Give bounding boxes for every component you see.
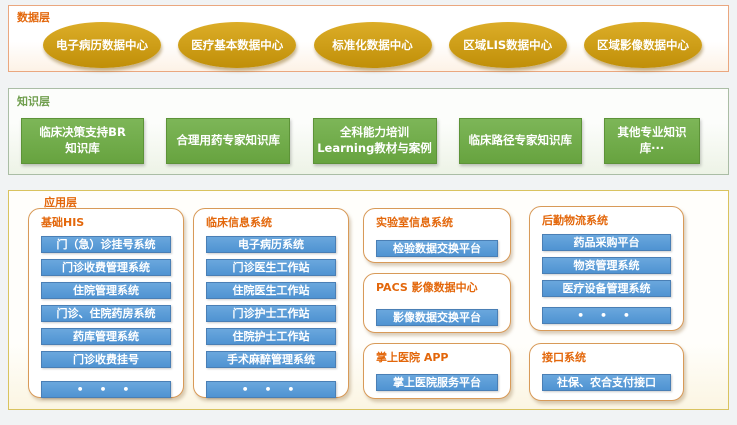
system-bar: 门（急）诊挂号系统 (41, 236, 171, 253)
app-group-interfaces-title: 接口系统 (542, 351, 586, 364)
system-bar: 门诊护士工作站 (206, 305, 336, 322)
more-systems-ellipsis-bar: • • • (41, 381, 171, 398)
system-bar: 医疗设备管理系统 (542, 280, 671, 297)
app-group-interfaces: 接口系统 社保、农合支付接口 (529, 343, 684, 401)
app-group-laboratory: 实验室信息系统 检验数据交换平台 (363, 208, 511, 263)
app-group-basic-his-title: 基础HIS (41, 216, 85, 229)
application-layer-panel: 应用层 基础HIS 门（急）诊挂号系统 门诊收费管理系统 住院管理系统 门诊、住… (8, 190, 729, 410)
knowledge-layer-label: 知识层 (17, 95, 50, 108)
app-group-laboratory-title: 实验室信息系统 (376, 216, 453, 229)
knowledge-layer-panel: 知识层 临床决策支持BR 知识库 合理用药专家知识库 全科能力培训 Learni… (8, 88, 729, 175)
data-center-ellipse-standardized: 标准化数据中心 (313, 22, 432, 68)
system-bar: 社保、农合支付接口 (542, 374, 671, 391)
system-bar: 门诊、住院药房系统 (41, 305, 171, 322)
data-layer-label: 数据层 (17, 11, 50, 24)
knowledge-box-gp-training: 全科能力培训 Learning教材与案例 (312, 118, 437, 164)
application-layer-label: 应用层 (44, 196, 77, 209)
system-bar: 检验数据交换平台 (376, 240, 498, 257)
system-bar: 手术麻醉管理系统 (206, 351, 336, 368)
system-bar: 掌上医院服务平台 (376, 374, 498, 391)
system-bar: 药库管理系统 (41, 328, 171, 345)
system-bar: 电子病历系统 (206, 236, 336, 253)
system-bar: 住院医生工作站 (206, 282, 336, 299)
system-bar: 门诊收费挂号 (41, 351, 171, 368)
app-group-pacs: PACS 影像数据中心 影像数据交换平台 (363, 273, 511, 333)
system-bar: 药品采购平台 (542, 234, 671, 251)
system-bar: 物资管理系统 (542, 257, 671, 274)
system-bar: 住院管理系统 (41, 282, 171, 299)
app-group-basic-his: 基础HIS 门（急）诊挂号系统 门诊收费管理系统 住院管理系统 门诊、住院药房系… (28, 208, 184, 398)
data-center-ellipse-emr: 电子病历数据中心 (43, 22, 161, 68)
app-group-clinical-info: 临床信息系统 电子病历系统 门诊医生工作站 住院医生工作站 门诊护士工作站 住院… (193, 208, 349, 398)
knowledge-box-row: 临床决策支持BR 知识库 合理用药专家知识库 全科能力培训 Learning教材… (21, 118, 700, 164)
more-systems-ellipsis-bar: • • • (542, 307, 671, 324)
system-bar: 门诊医生工作站 (206, 259, 336, 276)
more-systems-ellipsis-bar: • • • (206, 381, 336, 398)
data-center-ellipse-regional-imaging: 区域影像数据中心 (584, 22, 702, 68)
data-center-ellipse-regional-lis: 区域LIS数据中心 (448, 22, 567, 68)
knowledge-box-clinical-decision: 临床决策支持BR 知识库 (21, 118, 144, 164)
app-group-mobile-app-title: 掌上医院 APP (376, 351, 449, 364)
app-group-mobile-app: 掌上医院 APP 掌上医院服务平台 (363, 343, 511, 399)
data-center-ellipse-medical-basic: 医疗基本数据中心 (178, 22, 297, 68)
knowledge-box-clinical-pathway: 临床路径专家知识库 (458, 118, 582, 164)
app-group-logistics-title: 后勤物流系统 (542, 214, 608, 227)
system-bar: 门诊收费管理系统 (41, 259, 171, 276)
app-group-pacs-title: PACS 影像数据中心 (376, 281, 478, 294)
data-layer-panel: 数据层 电子病历数据中心 医疗基本数据中心 标准化数据中心 区域LIS数据中心 … (8, 5, 729, 72)
system-bar: 影像数据交换平台 (376, 309, 498, 326)
knowledge-box-rational-drug-use: 合理用药专家知识库 (166, 118, 291, 164)
system-bar: 住院护士工作站 (206, 328, 336, 345)
data-center-row: 电子病历数据中心 医疗基本数据中心 标准化数据中心 区域LIS数据中心 区域影像… (43, 22, 702, 68)
knowledge-box-other: 其他专业知识 库··· (604, 118, 700, 164)
app-group-clinical-info-title: 临床信息系统 (206, 216, 272, 229)
app-group-logistics: 后勤物流系统 药品采购平台 物资管理系统 医疗设备管理系统 • • • (529, 206, 684, 331)
